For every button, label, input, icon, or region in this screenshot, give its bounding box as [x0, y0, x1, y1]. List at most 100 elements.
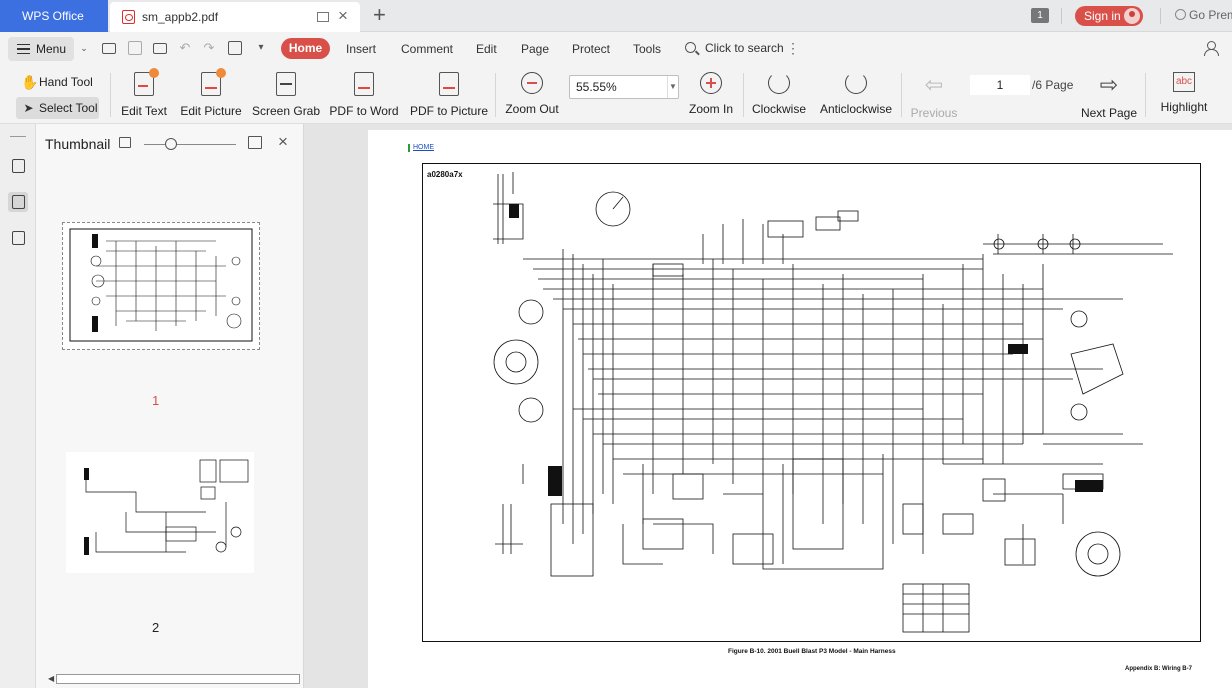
tab-protect[interactable]: Protect [572, 42, 611, 56]
zoom-in-button[interactable]: Zoom In [684, 69, 738, 121]
ribbon-toolbar: ✋ Hand Tool ➤ Select Tool Edit Text Edit… [0, 65, 1232, 124]
print-icon[interactable] [153, 43, 167, 54]
edit-text-icon [134, 68, 159, 96]
zoom-dropdown-caret-icon[interactable]: ▼ [667, 76, 678, 98]
title-separator [1061, 8, 1062, 24]
pdf-page: HOME a0280a7x [368, 130, 1232, 688]
go-premium-button[interactable]: Go Prem [1175, 8, 1232, 22]
search-box-label[interactable]: Click to search [705, 41, 784, 55]
menu-label: Menu [36, 42, 67, 56]
tab-comment[interactable]: Comment [401, 42, 454, 56]
rotate-anticlockwise-icon [845, 72, 867, 94]
ribbon-separator [743, 73, 744, 117]
avatar-icon [1124, 8, 1140, 24]
select-tool-label: Select Tool [39, 101, 98, 115]
thumbnail-panel-title: Thumbnail [45, 136, 111, 152]
pdf-file-icon [122, 10, 135, 24]
go-premium-label: Go Prem [1189, 8, 1232, 22]
premium-icon [1175, 9, 1186, 20]
highlight-button[interactable]: abc Highlight [1152, 69, 1216, 121]
next-page-label: Next Page [1080, 106, 1138, 120]
hand-icon: ✋ [21, 74, 39, 90]
select-tool-button[interactable]: ➤ Select Tool [16, 97, 99, 119]
share-user-icon[interactable] [1204, 41, 1219, 56]
app-tab-wps-office[interactable]: WPS Office [0, 0, 108, 32]
small-thumbnail-icon[interactable] [119, 137, 131, 148]
scroll-left-arrow-icon[interactable]: ◀ [48, 674, 55, 683]
anticlockwise-label: Anticlockwise [819, 102, 893, 116]
more-options-icon[interactable]: ⋮ [786, 40, 800, 56]
pdf-to-picture-icon [439, 72, 459, 96]
thumbnail-panel-icon[interactable] [8, 192, 28, 212]
menu-dropdown-chevron-icon[interactable]: ⌄ [80, 43, 88, 53]
previous-page-button[interactable]: ⇦ Previous [907, 69, 961, 121]
hand-tool-button[interactable]: ✋ Hand Tool [16, 71, 100, 93]
hand-tool-label: Hand Tool [39, 75, 93, 89]
arrow-left-icon: ⇦ [924, 72, 944, 97]
zoom-level-value: 55.55% [576, 80, 617, 94]
highlight-icon: abc [1173, 72, 1195, 92]
customize-quick-access-icon[interactable]: ▾ [258, 42, 264, 53]
screen-grab-label: Screen Grab [252, 104, 321, 118]
ribbon-separator [1145, 73, 1146, 117]
diagram-code-label: a0280a7x [427, 170, 463, 179]
thumbnail-size-slider-knob[interactable] [165, 138, 177, 150]
pdf-to-picture-button[interactable]: PDF to Picture [410, 69, 488, 121]
document-viewer[interactable]: HOME a0280a7x [304, 124, 1232, 688]
thumbnail-page-1[interactable] [62, 222, 260, 350]
search-icon[interactable] [685, 42, 696, 53]
save-icon[interactable] [128, 41, 142, 55]
tab-insert[interactable]: Insert [346, 42, 377, 56]
sign-in-button[interactable]: Sign in [1075, 6, 1143, 26]
screen-grab-icon [276, 72, 296, 96]
horizontal-scroll-thumb[interactable] [56, 674, 300, 684]
float-window-icon[interactable] [317, 12, 329, 22]
tab-page[interactable]: Page [521, 42, 550, 56]
edit-picture-icon [201, 68, 226, 96]
ribbon-separator [110, 73, 111, 117]
main-menu-button[interactable]: Menu [8, 37, 74, 61]
pdf-to-word-label: PDF to Word [329, 104, 399, 118]
redo-icon[interactable]: ↷ [203, 40, 215, 55]
home-link[interactable]: HOME [408, 144, 434, 152]
export-icon[interactable] [228, 41, 242, 55]
tab-home[interactable]: Home [281, 38, 330, 59]
wiring-diagram: a0280a7x [422, 163, 1201, 642]
wiring-diagram-drawing [493, 172, 1173, 633]
close-tab-icon[interactable]: × [338, 6, 348, 25]
bookmarks-panel-icon[interactable] [8, 156, 28, 176]
zoom-in-icon [700, 72, 722, 94]
figure-caption: Figure B-10. 2001 Buell Blast P3 Model -… [728, 648, 896, 655]
tab-tools[interactable]: Tools [633, 42, 662, 56]
large-thumbnail-icon[interactable] [248, 136, 262, 149]
edit-text-button[interactable]: Edit Text [118, 68, 170, 121]
zoom-out-icon [521, 72, 543, 94]
rotate-clockwise-button[interactable]: Clockwise [750, 69, 808, 121]
screen-grab-button[interactable]: Screen Grab [252, 69, 320, 121]
edit-picture-button[interactable]: Edit Picture [178, 68, 244, 121]
title-bar: WPS Office sm_appb2.pdf × + 1 Sign in Go… [0, 0, 1232, 32]
thumbnail-horizontal-scrollbar[interactable]: ◀ ▶ [48, 673, 314, 685]
tab-edit[interactable]: Edit [476, 42, 497, 56]
window-count-badge[interactable]: 1 [1031, 8, 1049, 23]
thumbnail-page-number-1[interactable]: 1 [152, 393, 160, 408]
thumbnail-panel: Thumbnail × 1 [36, 124, 330, 688]
zoom-out-button[interactable]: Zoom Out [503, 69, 561, 121]
document-tab[interactable]: sm_appb2.pdf × [110, 2, 360, 32]
thumbnail-2-preview [84, 459, 249, 555]
rotate-anticlockwise-button[interactable]: Anticlockwise [818, 69, 894, 121]
pdf-to-word-button[interactable]: PDF to Word [328, 69, 400, 121]
next-page-button[interactable]: ⇨ Next Page [1078, 69, 1140, 121]
title-separator [1160, 8, 1161, 24]
new-tab-plus-icon[interactable]: + [373, 2, 386, 27]
open-folder-icon[interactable] [102, 43, 116, 54]
page-total-label: /6 Page [1032, 78, 1074, 92]
close-thumbnail-panel-icon[interactable]: × [278, 132, 288, 151]
zoom-level-select[interactable]: 55.55% ▼ [569, 75, 679, 99]
thumbnail-size-slider-track[interactable] [144, 144, 236, 145]
thumbnail-page-number-2[interactable]: 2 [152, 620, 160, 635]
undo-icon[interactable]: ↶ [179, 40, 191, 55]
thumbnail-page-2[interactable] [66, 452, 254, 573]
page-number-input[interactable]: 1 [970, 75, 1030, 95]
attachments-panel-icon[interactable] [8, 228, 28, 248]
